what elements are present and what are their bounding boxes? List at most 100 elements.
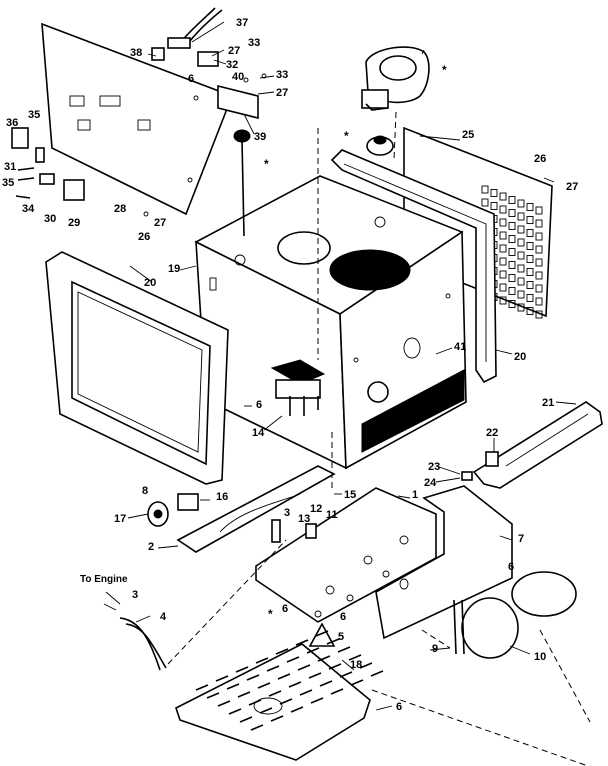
label-12: 12: [310, 503, 322, 515]
perforation-hole: [490, 202, 498, 210]
igniter-parts: [147, 493, 317, 543]
door-handle: [461, 401, 603, 489]
perforation-hole: [508, 287, 516, 295]
label-13: 13: [298, 513, 310, 525]
blower-motor: [361, 46, 430, 111]
label-6a: 6: [188, 73, 194, 85]
perforation-hole: [526, 216, 534, 224]
label-24: 24: [424, 477, 437, 489]
bottom-grate: [175, 630, 384, 761]
perforation-hole: [481, 198, 489, 207]
star-markers: * * * *: [264, 63, 447, 621]
perforation-hole: [535, 245, 543, 254]
perforation-hole: [499, 218, 507, 227]
perforation-hole: [517, 277, 525, 286]
perforation-hole: [517, 290, 525, 299]
assembly-lines: [317, 111, 591, 766]
star-marker: *: [264, 157, 269, 171]
label-21: 21: [542, 397, 554, 409]
grate-slot: [257, 682, 271, 689]
label-31: 31: [4, 161, 16, 173]
label-2: 2: [148, 541, 154, 553]
grate-slot: [270, 715, 284, 722]
grate-slot: [337, 646, 351, 653]
label-3a: 3: [284, 507, 290, 519]
label-30: 30: [44, 213, 56, 225]
label-to-engine: To Engine: [80, 574, 128, 585]
grate-slot: [266, 665, 280, 672]
label-3b: 3: [132, 589, 138, 601]
label-6b: 6: [256, 399, 262, 411]
grate-slot: [286, 656, 300, 663]
perforation-hole: [535, 297, 543, 306]
perforation-hole: [508, 261, 516, 269]
label-1: 1: [412, 489, 418, 501]
grate-slot: [330, 688, 344, 695]
grate-slot: [326, 638, 340, 645]
label-25: 25: [462, 129, 474, 141]
perforation-hole: [517, 238, 525, 247]
label-40: 40: [232, 71, 244, 83]
perforation-hole: [508, 222, 516, 230]
label-15: 15: [344, 489, 356, 501]
control-panel: [41, 22, 234, 216]
grate-slot: [246, 674, 260, 681]
perforation-hole: [499, 192, 507, 201]
grate-slot: [359, 662, 373, 669]
perforation-hole: [535, 271, 543, 280]
perforation-hole: [535, 258, 543, 267]
label-6d: 6: [282, 603, 288, 615]
label-38: 38: [130, 47, 142, 59]
label-32: 32: [226, 59, 238, 71]
perforation-hole: [499, 296, 507, 305]
thermostat-rod: [233, 129, 251, 237]
label-39: 39: [254, 131, 266, 143]
label-14: 14: [252, 427, 265, 439]
label-23: 23: [428, 461, 440, 473]
perforation-hole: [499, 231, 507, 240]
grate-slot: [315, 630, 329, 637]
label-16: 16: [216, 491, 228, 503]
perforation-hole: [526, 307, 534, 315]
label-5: 5: [338, 631, 344, 643]
perforation-hole: [526, 203, 534, 211]
label-26a: 26: [138, 231, 150, 243]
perforation-hole: [517, 251, 525, 260]
heating-element: [270, 359, 326, 416]
grate-slot: [348, 654, 362, 661]
perforation-hole: [508, 196, 516, 204]
grate-slot: [226, 683, 240, 690]
grate-slot: [235, 666, 249, 673]
grate-slots: [195, 630, 384, 731]
perforation-hole: [526, 229, 534, 237]
small-switch-parts: [11, 127, 149, 217]
label-35b: 35: [2, 177, 14, 189]
label-4: 4: [160, 611, 167, 623]
burner-cone: [308, 610, 336, 647]
grate-slot: [206, 692, 220, 699]
label-19: 19: [168, 263, 180, 275]
label-6e: 6: [340, 611, 346, 623]
perforation-hole: [481, 185, 489, 194]
perforation-hole: [499, 244, 507, 253]
perforation-hole: [535, 284, 543, 293]
perforation-hole: [535, 206, 543, 215]
label-27b: 27: [276, 87, 288, 99]
label-28: 28: [114, 203, 126, 215]
label-20a: 20: [144, 277, 156, 289]
perforation-hole: [517, 264, 525, 273]
grate-slot: [228, 708, 242, 715]
star-marker: *: [344, 129, 349, 143]
perforation-hole: [517, 212, 525, 221]
label-7: 7: [518, 533, 524, 545]
label-20b: 20: [514, 351, 526, 363]
label-27a: 27: [228, 45, 240, 57]
gas-tube: [103, 539, 287, 671]
grate-slot: [275, 648, 289, 655]
cabinet: [194, 175, 467, 470]
perforation-hole: [526, 242, 534, 250]
label-6c: 6: [508, 561, 514, 573]
label-33a: 33: [248, 37, 260, 49]
gas-valve: [453, 571, 577, 659]
grate-slot: [237, 691, 251, 698]
